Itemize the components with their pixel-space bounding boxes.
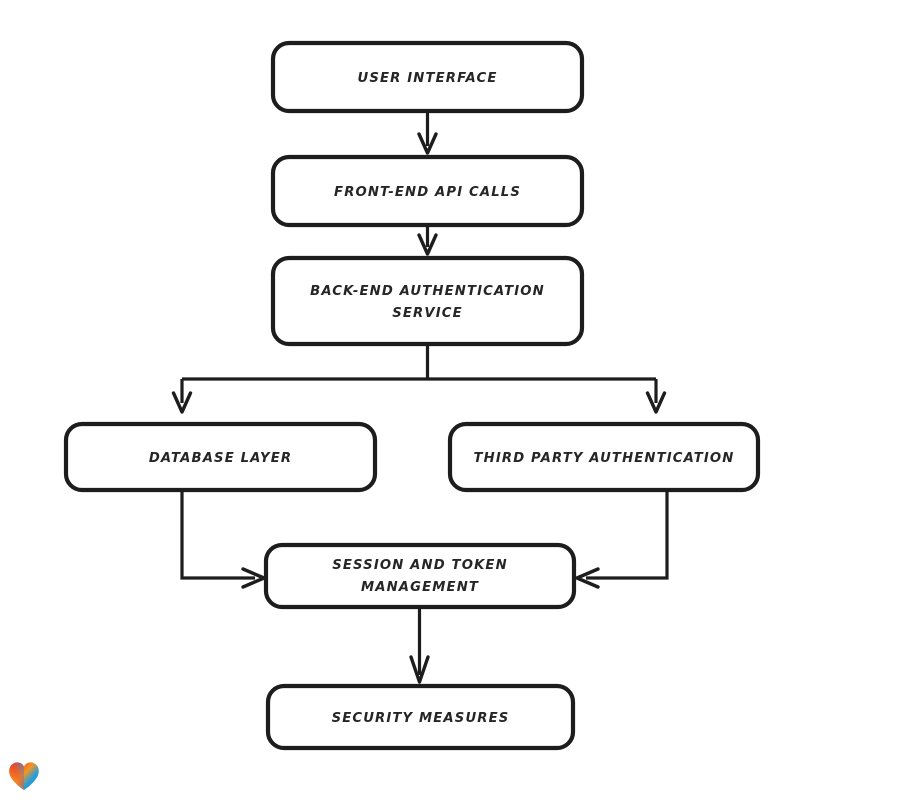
node-front-end-api-calls[interactable]: FRONT-END API CALLS bbox=[270, 154, 585, 228]
node-third-party-authentication[interactable]: THIRD PARTY AUTHENTICATION bbox=[447, 421, 761, 493]
node-session-and-token-management-shape[interactable] bbox=[263, 542, 577, 610]
node-user-interface-label: USER INTERFACE bbox=[358, 71, 498, 86]
node-database-layer-label: DATABASE LAYER bbox=[149, 451, 292, 466]
edge-back-end-split-trunk bbox=[182, 344, 656, 381]
edge-session-and-token-management-to-security-measures bbox=[409, 607, 430, 684]
node-layer: USER INTERFACE FRONT-END API CALLS BACK-… bbox=[63, 40, 761, 751]
node-back-end-authentication-service[interactable]: BACK-END AUTHENTICATION SERVICE bbox=[270, 255, 585, 347]
node-security-measures-label: SECURITY MEASURES bbox=[332, 711, 510, 726]
node-user-interface-shape[interactable] bbox=[270, 40, 585, 114]
edge-layer bbox=[171, 111, 669, 684]
node-third-party-authentication-label: THIRD PARTY AUTHENTICATION bbox=[474, 451, 735, 466]
node-session-and-token-management-label-line2: MANAGEMENT bbox=[361, 580, 479, 595]
node-front-end-api-calls-label: FRONT-END API CALLS bbox=[334, 185, 521, 200]
node-user-interface[interactable]: USER INTERFACE bbox=[270, 40, 585, 114]
node-session-and-token-management-label-line1: SESSION AND TOKEN bbox=[332, 558, 508, 573]
node-security-measures-shape[interactable] bbox=[265, 683, 576, 751]
edge-third-party-authentication-to-session-and-token-management bbox=[575, 490, 669, 589]
node-back-end-authentication-service-label-line1: BACK-END AUTHENTICATION bbox=[310, 284, 545, 299]
edge-database-layer-to-session-and-token-management bbox=[180, 490, 266, 589]
heart-logo bbox=[9, 762, 39, 790]
edge-back-end-authentication-service-to-third-party-authentication bbox=[645, 379, 667, 414]
heart-icon-warm-overlay bbox=[9, 762, 24, 790]
node-front-end-api-calls-shape[interactable] bbox=[270, 154, 585, 228]
edge-front-end-api-calls-to-back-end-authentication-service bbox=[417, 225, 438, 256]
node-security-measures[interactable]: SECURITY MEASURES bbox=[265, 683, 576, 751]
node-third-party-authentication-shape[interactable] bbox=[447, 421, 761, 493]
node-session-and-token-management[interactable]: SESSION AND TOKEN MANAGEMENT bbox=[263, 542, 577, 610]
edge-back-end-authentication-service-to-database-layer bbox=[171, 379, 193, 414]
node-back-end-authentication-service-label-line2: SERVICE bbox=[392, 306, 463, 321]
node-database-layer-shape[interactable] bbox=[63, 421, 378, 493]
edge-user-interface-to-front-end-api-calls bbox=[417, 111, 438, 155]
node-database-layer[interactable]: DATABASE LAYER bbox=[63, 421, 378, 493]
node-back-end-authentication-service-shape[interactable] bbox=[270, 255, 585, 347]
